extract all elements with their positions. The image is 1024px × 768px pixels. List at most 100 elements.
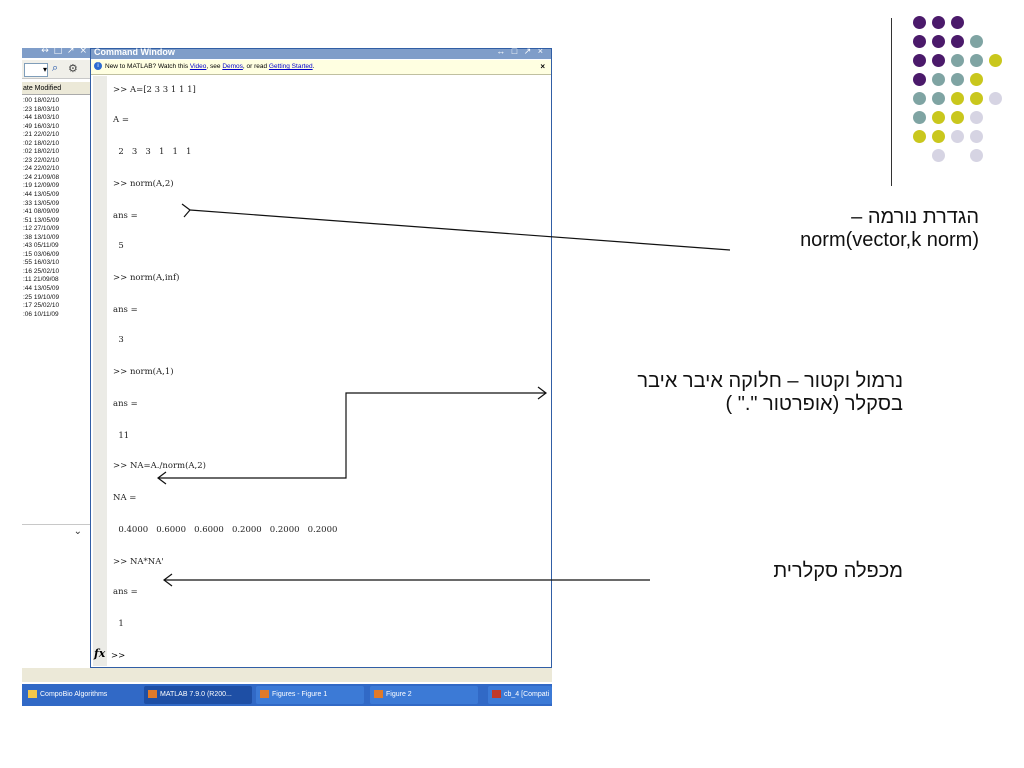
annotation-text: norm(vector,k norm) — [800, 229, 979, 251]
annotation-text: מכפלה סקלרית — [773, 560, 903, 582]
window-controls[interactable]: ↔ □ ↗ × — [496, 46, 545, 56]
file-row-date[interactable]: :21 22/02/10 — [23, 131, 60, 139]
file-row-date[interactable]: :25 19/10/09 — [23, 293, 60, 301]
document-icon — [492, 690, 501, 699]
folder-dropdown[interactable]: ▾ — [24, 63, 48, 77]
file-row-date[interactable]: :38 13/10/09 — [23, 233, 60, 241]
current-folder-pane: ↔ □ ↗ × ▾ ⌕ ⚙ ate Modified :00 18/02/10:… — [22, 48, 91, 668]
file-row-date[interactable]: :00 18/02/10 — [23, 97, 60, 104]
output-line: 1 — [113, 619, 124, 629]
file-row-date[interactable]: :43 05/11/09 — [23, 242, 59, 250]
column-header-date-modified[interactable]: ate Modified — [22, 82, 90, 95]
file-row-date[interactable]: :55 16/03/10 — [23, 259, 60, 267]
taskbar-item-label: CompoBio Algorithms — [40, 691, 108, 698]
file-row-date[interactable]: :15 03/06/09 — [23, 250, 60, 258]
taskbar-item-figure2[interactable]: Figure 2 — [370, 686, 478, 704]
output-line: A = — [113, 115, 129, 125]
arrow-norm — [189, 209, 731, 251]
taskbar-item-label: MATLAB 7.9.0 (R200... — [160, 691, 232, 698]
annotation-normalize: נרמול וקטור – חלוקה איבר איבר בסקלר (אופ… — [637, 370, 903, 416]
figure-icon — [374, 690, 383, 699]
command-line: >> NA*NA' — [113, 557, 164, 567]
file-row-date[interactable]: :16 25/02/10 — [23, 267, 60, 275]
arrowhead — [163, 573, 173, 587]
file-row-date[interactable]: :41 08/09/09 — [23, 208, 60, 216]
arrow-normalize-connector — [158, 392, 546, 479]
taskbar-item-figures[interactable]: Figures - Figure 1 — [256, 686, 364, 704]
taskbar-item-folder[interactable]: CompoBio Algorithms — [24, 686, 140, 704]
output-line: 2 3 3 1 1 1 — [113, 147, 192, 157]
close-info-icon[interactable]: × — [540, 62, 545, 71]
pane-window-controls[interactable]: ↔ □ ↗ × — [41, 48, 88, 56]
divider-line — [891, 18, 892, 186]
gear-icon[interactable]: ⚙ — [68, 63, 78, 75]
getting-started-link[interactable]: Getting Started — [268, 63, 313, 70]
file-row-date[interactable]: :02 18/02/10 — [23, 148, 60, 156]
output-line: ans = — [113, 211, 138, 221]
command-line: >> norm(A,2) — [113, 179, 174, 189]
status-bar — [22, 668, 552, 682]
file-row-date[interactable]: :33 13/05/09 — [23, 199, 60, 207]
output-line: 3 — [113, 335, 124, 345]
figure-icon — [260, 690, 269, 699]
file-row-date[interactable]: :24 22/02/10 — [23, 165, 60, 173]
demos-link[interactable]: Demos — [222, 63, 243, 70]
taskbar: CompoBio Algorithms MATLAB 7.9.0 (R200..… — [22, 684, 552, 706]
command-line: >> norm(A,inf) — [113, 273, 180, 283]
annotation-norm-definition: הגדרת נורמה – norm(vector,k norm) — [800, 206, 979, 252]
annotation-text: בסקלר (אופרטור "." ) — [725, 393, 903, 415]
output-line: ans = — [113, 305, 138, 315]
annotation-text: נרמול וקטור – חלוקה איבר איבר — [637, 370, 903, 392]
file-row-date[interactable]: :23 18/03/10 — [23, 105, 60, 113]
pane-toolbar: ▾ ⌕ ⚙ — [22, 60, 90, 79]
file-row-date[interactable]: :19 12/09/09 — [23, 182, 60, 190]
taskbar-item-label: cb_4 [Compati — [504, 691, 550, 698]
info-text: New to MATLAB? Watch this — [105, 63, 190, 70]
output-line: NA = — [113, 493, 137, 503]
folder-icon — [28, 690, 37, 699]
file-row-date[interactable]: :24 21/09/08 — [23, 173, 60, 181]
annotation-text: הגדרת נורמה – — [851, 206, 979, 228]
file-row-date[interactable]: :44 13/05/09 — [23, 191, 60, 199]
info-text: , or read — [242, 63, 269, 70]
command-line: >> NA=A./norm(A,2) — [113, 461, 206, 471]
file-row-date[interactable]: :02 18/02/10 — [23, 139, 60, 147]
file-row-date[interactable]: :12 27/10/09 — [23, 225, 60, 233]
file-row-date[interactable]: :51 13/05/09 — [23, 216, 60, 224]
file-row-date[interactable]: :11 21/09/08 — [23, 276, 59, 284]
file-row-date[interactable]: :17 25/02/10 — [23, 302, 60, 310]
command-prompt[interactable]: >> — [111, 651, 126, 661]
output-line: 5 — [113, 241, 124, 251]
command-line: >> norm(A,1) — [113, 367, 174, 377]
file-row-date[interactable]: :44 18/03/10 — [23, 114, 60, 122]
output-line: ans = — [113, 399, 138, 409]
taskbar-item-document[interactable]: cb_4 [Compati — [488, 686, 552, 704]
file-list: :00 18/02/10:23 18/03/10:44 18/03/10:49 … — [23, 97, 59, 319]
command-gutter — [93, 76, 107, 666]
arrowhead — [157, 471, 167, 485]
video-link[interactable]: Video — [189, 63, 207, 70]
output-line: 0.4000 0.6000 0.6000 0.2000 0.2000 0.200… — [113, 525, 338, 535]
search-icon[interactable]: ⌕ — [52, 62, 59, 74]
file-row-date[interactable]: :44 13/05/09 — [23, 285, 60, 293]
chevron-down-icon[interactable]: ⌄ — [73, 526, 82, 537]
taskbar-item-matlab[interactable]: MATLAB 7.9.0 (R200... — [144, 686, 252, 704]
function-browser-icon[interactable]: fx — [94, 647, 106, 660]
arrowhead — [537, 386, 547, 400]
command-window-title-bar: Command Window ↔ □ ↗ × — [91, 46, 551, 59]
taskbar-item-label: Figure 2 — [386, 691, 412, 698]
taskbar-item-label: Figures - Figure 1 — [272, 691, 328, 698]
info-text: , see — [206, 63, 223, 70]
file-row-date[interactable]: :23 22/02/10 — [23, 156, 60, 164]
command-line: >> A=[2 3 3 1 1 1] — [113, 85, 196, 95]
file-row-date[interactable]: :49 16/03/10 — [23, 122, 60, 130]
arrowhead — [181, 203, 191, 218]
pane-title-bar: ↔ □ ↗ × — [22, 48, 90, 58]
file-row-date[interactable]: :06 10/11/09 — [23, 310, 59, 318]
info-icon: i — [94, 62, 102, 71]
output-line: ans = — [113, 587, 138, 597]
info-text: . — [312, 63, 315, 70]
